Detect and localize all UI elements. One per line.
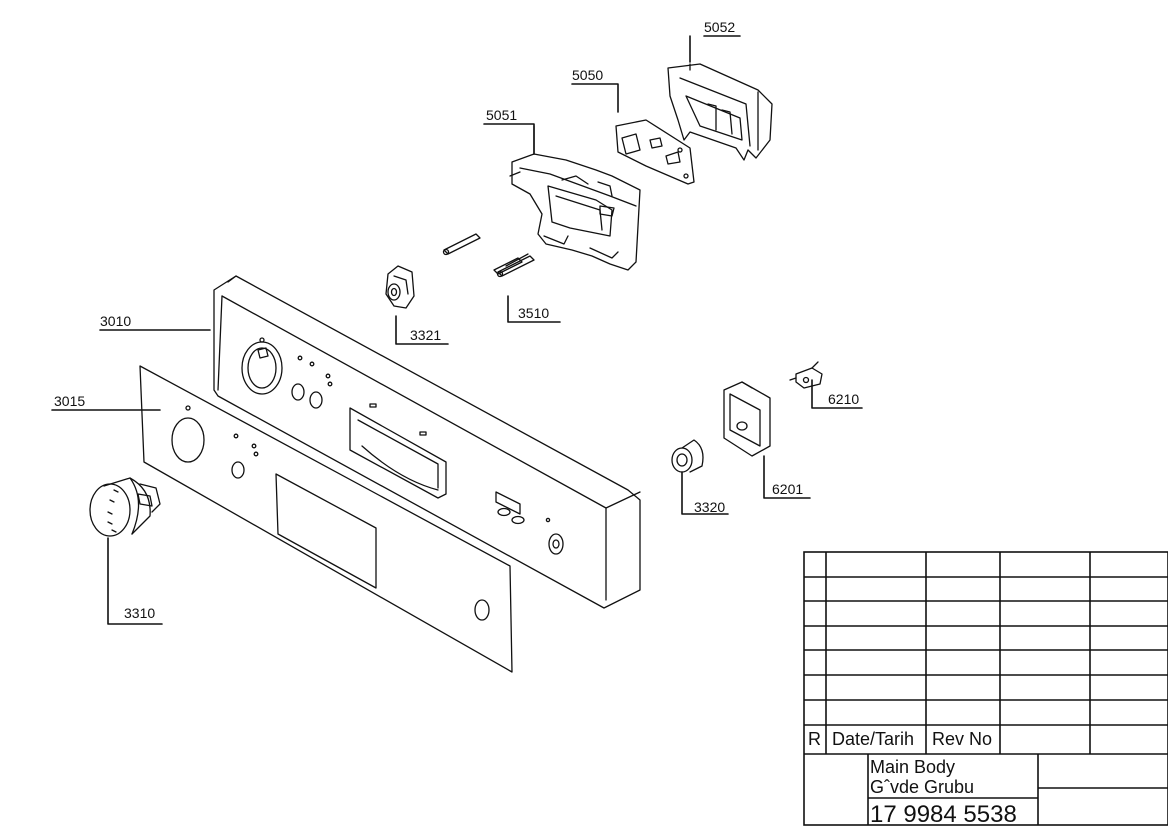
- part-3010-control-panel: [213, 275, 641, 609]
- part-6201-cover: [723, 381, 771, 457]
- revision-header: R: [808, 729, 821, 749]
- part-3015-front-foil: [139, 365, 513, 673]
- callout-5051: 5051: [486, 107, 517, 123]
- part-3321-switch: [385, 265, 415, 309]
- date-header: Date/Tarih: [832, 729, 914, 749]
- callout-6210: 6210: [828, 391, 859, 407]
- callout-3310: 3310: [124, 605, 155, 621]
- callout-3010: 3010: [100, 313, 131, 329]
- title-block: R Date/Tarih Rev No Main Body Gˆvde Grub…: [803, 551, 1168, 826]
- callout-5052: 5052: [704, 19, 735, 35]
- callout-5050: 5050: [572, 67, 603, 83]
- callout-labels: 5052 5050 5051 3010 3015 3321 3510 6210 …: [54, 19, 859, 621]
- part-3320-button: [671, 439, 704, 473]
- callout-3320: 3320: [694, 499, 725, 515]
- title-line-1: Main Body: [870, 757, 955, 777]
- part-5052-housing: [667, 63, 773, 161]
- callout-3321: 3321: [410, 327, 441, 343]
- callout-3015: 3015: [54, 393, 85, 409]
- part-5050-pcb: [615, 119, 695, 185]
- callout-6201: 6201: [772, 481, 803, 497]
- rev-no-header: Rev No: [932, 729, 992, 749]
- part-3310-knob: [89, 477, 161, 537]
- part-number: 17 9984 5538: [870, 801, 1017, 826]
- leader-lines: [51, 35, 863, 625]
- part-3510-pins: [442, 233, 535, 278]
- title-line-2: Gˆvde Grubu: [870, 777, 974, 797]
- part-6210-connector: [789, 361, 823, 389]
- part-5051-frame: [509, 125, 641, 271]
- callout-3510: 3510: [518, 305, 549, 321]
